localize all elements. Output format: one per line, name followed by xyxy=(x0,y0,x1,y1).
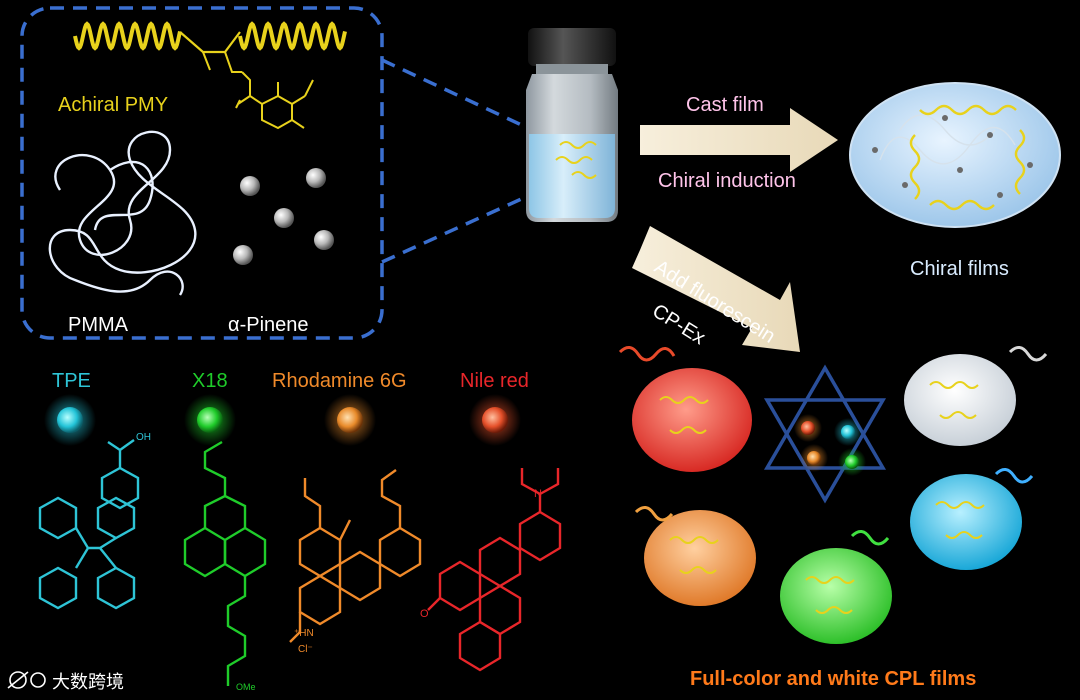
bottom-label: Full-color and white CPL films xyxy=(690,668,976,691)
materials-panel-border xyxy=(22,8,382,338)
dye-label-tpe: TPE xyxy=(52,370,91,393)
zoom-line-top xyxy=(382,60,528,128)
cast-film-arrow xyxy=(640,108,838,172)
chiral-films-label: Chiral films xyxy=(910,258,1009,281)
dye-label-rhodamine: Rhodamine 6G xyxy=(272,370,407,393)
chem-label-n: N xyxy=(534,488,542,500)
watermark-logo xyxy=(8,672,45,688)
pmma-label: PMMA xyxy=(68,314,128,337)
watermark-text: 大数跨境 xyxy=(52,668,124,694)
zoom-line-bottom xyxy=(382,196,528,262)
vial xyxy=(526,28,618,222)
cast-film-label: Cast film xyxy=(686,94,764,117)
chem-label-ome: OMe xyxy=(236,682,256,692)
dye-label-nile-red: Nile red xyxy=(460,370,529,393)
pinene-label: α-Pinene xyxy=(228,314,309,337)
chiral-film-top xyxy=(850,83,1060,227)
achiral-pmy-label: Achiral PMY xyxy=(58,94,168,117)
multi-dye-star xyxy=(767,368,883,500)
cpl-film-white xyxy=(904,347,1046,446)
chem-label-o: O xyxy=(420,608,429,620)
pmy-helix xyxy=(75,24,345,72)
pmma-coil xyxy=(50,132,196,295)
pmy-side-group xyxy=(236,72,313,128)
rhodamine-structure xyxy=(290,470,420,642)
cpl-film-cyan xyxy=(910,469,1032,570)
chem-label-nh: ⁺HN xyxy=(294,628,314,639)
chiral-induction-label: Chiral induction xyxy=(658,170,796,193)
dye-label-x18: X18 xyxy=(192,370,228,393)
dye-balls xyxy=(44,394,521,446)
tpe-structure xyxy=(40,440,138,608)
cpl-film-orange xyxy=(636,507,756,606)
pinene-spheres xyxy=(233,168,334,265)
chem-label-cl: Cl⁻ xyxy=(298,644,313,655)
cpl-film-red xyxy=(620,347,752,472)
cpl-film-green xyxy=(780,531,892,644)
chem-label-oh: OH xyxy=(136,432,151,443)
x18-structure xyxy=(185,442,265,686)
